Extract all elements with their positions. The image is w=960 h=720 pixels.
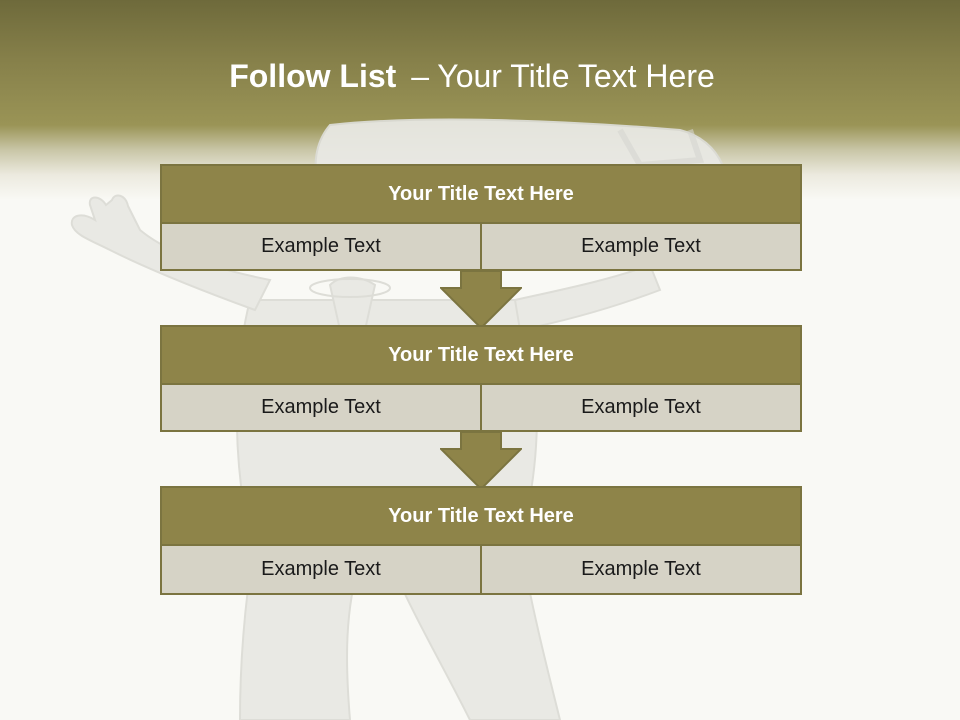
title-separator: – — [411, 58, 429, 94]
list-block-2: Your Title Text Here Example Text Exampl… — [160, 325, 802, 432]
block-title: Your Title Text Here — [162, 327, 800, 385]
block-title: Your Title Text Here — [162, 488, 800, 546]
block-row: Example Text Example Text — [162, 546, 800, 593]
block-title: Your Title Text Here — [162, 166, 800, 224]
block-row: Example Text Example Text — [162, 224, 800, 269]
title-rest-text: Your Title Text Here — [437, 58, 715, 94]
slide-title: Follow List – Your Title Text Here — [0, 52, 944, 100]
title-bold-text: Follow List — [229, 58, 397, 94]
block-cell-right: Example Text — [480, 546, 800, 593]
block-cell-right: Example Text — [480, 385, 800, 430]
down-arrow-icon — [440, 431, 522, 491]
block-cell-left: Example Text — [162, 224, 480, 269]
block-cell-right: Example Text — [480, 224, 800, 269]
block-row: Example Text Example Text — [162, 385, 800, 430]
down-arrow-icon — [440, 270, 522, 330]
list-block-1: Your Title Text Here Example Text Exampl… — [160, 164, 802, 271]
list-block-3: Your Title Text Here Example Text Exampl… — [160, 486, 802, 595]
block-cell-left: Example Text — [162, 546, 480, 593]
block-cell-left: Example Text — [162, 385, 480, 430]
